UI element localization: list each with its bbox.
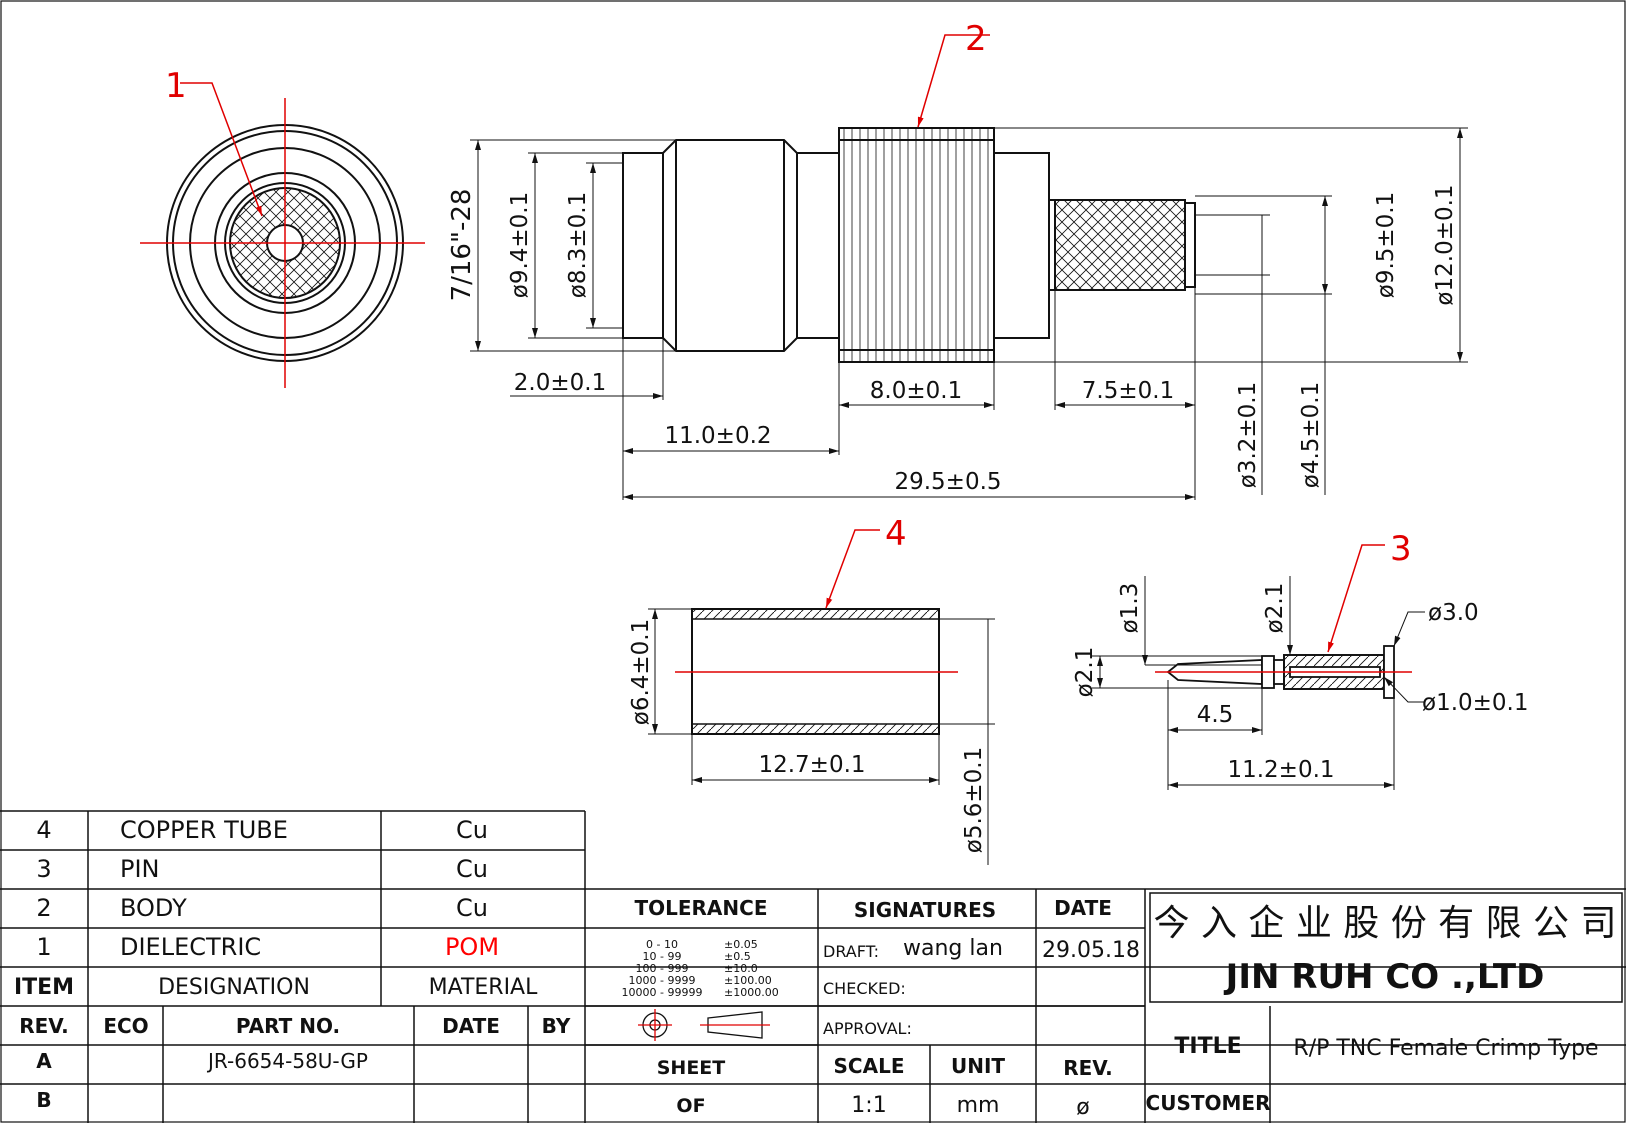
customer-label: CUSTOMER xyxy=(1146,1091,1271,1115)
balloon-3: 3 xyxy=(1327,529,1412,653)
bom-item-4-material: Cu xyxy=(456,816,488,844)
tol-value-2: ±10.0 xyxy=(724,962,758,975)
scale-label: SCALE xyxy=(834,1054,905,1078)
rev-header-eco: ECO xyxy=(103,1014,148,1038)
bill-of-materials: 4 COPPER TUBE Cu 3 PIN Cu 2 BODY Cu 1 DI… xyxy=(0,810,1626,1123)
title-block: TOLERANCE 0 - 10 ±0.05 10 - 99 ±0.5 100 … xyxy=(585,889,1623,1123)
tol-value-3: ±100.00 xyxy=(724,974,772,987)
balloon-3-label: 3 xyxy=(1390,529,1412,569)
balloon-4: 4 xyxy=(825,514,907,609)
dim-l112: 11.2±0.1 xyxy=(1227,757,1334,783)
sheet-label: SHEET xyxy=(657,1057,726,1079)
side-view xyxy=(622,127,1196,363)
dim-l45: 4.5 xyxy=(1197,702,1234,728)
rev-row-a-part: JR-6654-58U-GP xyxy=(206,1049,368,1073)
dim-l127: 12.7±0.1 xyxy=(758,752,865,778)
dim-d10: ø1.0±0.1 xyxy=(1422,690,1529,716)
approval-label: APPROVAL: xyxy=(823,1019,912,1038)
dim-d32: ø3.2±0.1 xyxy=(1235,382,1261,489)
dim-d83: ø8.3±0.1 xyxy=(565,192,591,299)
balloon-1: 1 xyxy=(165,66,263,217)
draft-name: wang lan xyxy=(903,936,1003,961)
tol-value-4: ±1000.00 xyxy=(724,986,779,999)
dim-l20: 2.0±0.1 xyxy=(514,370,606,396)
dim-d95: ø9.5±0.1 xyxy=(1373,192,1399,299)
draft-date: 29.05.18 xyxy=(1042,938,1140,963)
checked-label: CHECKED: xyxy=(823,979,906,998)
bom-item-3-material: Cu xyxy=(456,855,488,883)
bom-item-2-number: 2 xyxy=(36,894,51,922)
rev-header-date: DATE xyxy=(442,1014,500,1038)
balloon-2: 2 xyxy=(917,19,990,128)
tol-range-2: 100 - 999 xyxy=(636,962,689,975)
dim-l80: 8.0±0.1 xyxy=(870,378,962,404)
tol-value-0: ±0.05 xyxy=(724,938,758,951)
dim-d94: ø9.4±0.1 xyxy=(507,192,533,299)
dim-l295: 29.5±0.5 xyxy=(894,469,1001,495)
title-label: TITLE xyxy=(1174,1034,1241,1059)
bom-item-1-number: 1 xyxy=(36,933,51,961)
front-view xyxy=(140,98,425,388)
rev-row-b: B xyxy=(36,1088,51,1112)
scale-value: 1:1 xyxy=(851,1093,886,1118)
rev-value: ø xyxy=(1076,1095,1089,1120)
bom-item-3-number: 3 xyxy=(36,855,51,883)
dim-d64: ø6.4±0.1 xyxy=(628,619,654,726)
tol-range-3: 1000 - 9999 xyxy=(629,974,696,987)
bom-item-4-designation: COPPER TUBE xyxy=(120,816,288,844)
tol-range-0: 0 - 10 xyxy=(646,938,678,951)
balloon-4-label: 4 xyxy=(885,514,907,554)
bom-header-designation: DESIGNATION xyxy=(158,975,310,1000)
dim-d21b: ø2.1 xyxy=(1072,647,1098,698)
bom-item-2-material: Cu xyxy=(456,894,488,922)
dim-d45: ø4.5±0.1 xyxy=(1298,382,1324,489)
dim-l110: 11.0±0.2 xyxy=(664,423,771,449)
dim-d56: ø5.6±0.1 xyxy=(961,747,987,854)
company-english: JIN RUH CO .,LTD xyxy=(1224,957,1545,997)
bom-item-2-designation: BODY xyxy=(120,894,187,922)
dim-l75: 7.5±0.1 xyxy=(1082,378,1174,404)
dim-thread: 7/16"-28 xyxy=(447,189,477,302)
dim-d21a: ø2.1 xyxy=(1262,583,1288,634)
dim-d120: ø12.0±0.1 xyxy=(1432,184,1458,305)
rev-label: REV. xyxy=(1063,1056,1113,1080)
tol-range-1: 10 - 99 xyxy=(643,950,682,963)
copper-tube-view xyxy=(675,608,958,735)
date-title: DATE xyxy=(1054,896,1112,920)
bom-header-material: MATERIAL xyxy=(429,975,538,1000)
rev-row-a: A xyxy=(36,1049,52,1073)
revision-table: REV. ECO PART NO. DATE BY A JR-6654-58U-… xyxy=(19,1006,571,1123)
pin-view xyxy=(1155,645,1412,699)
of-label: OF xyxy=(676,1095,705,1117)
dim-d30: ø3.0 xyxy=(1428,600,1479,626)
signatures-title: SIGNATURES xyxy=(854,898,996,922)
rev-header-by: BY xyxy=(542,1014,571,1038)
title-value: R/P TNC Female Crimp Type xyxy=(1293,1036,1598,1061)
tolerance-title: TOLERANCE xyxy=(634,896,767,920)
tol-range-4: 10000 - 99999 xyxy=(622,986,703,999)
bom-header-item: ITEM xyxy=(14,975,74,1000)
rev-header-part: PART NO. xyxy=(236,1014,340,1038)
balloon-1-label: 1 xyxy=(165,66,187,106)
tol-value-1: ±0.5 xyxy=(724,950,751,963)
rev-header-rev: REV. xyxy=(19,1014,69,1038)
bom-item-4-number: 4 xyxy=(36,816,51,844)
unit-value: mm xyxy=(957,1093,1000,1118)
bom-item-3-designation: PIN xyxy=(120,855,160,883)
bom-item-1-material: POM xyxy=(445,933,499,961)
dim-d13: ø1.3 xyxy=(1117,583,1143,634)
company-chinese: 今 入 企 业 股 份 有 限 公 司 xyxy=(1154,903,1617,944)
balloon-2-label: 2 xyxy=(965,19,987,59)
projection-symbol-icon xyxy=(638,1009,770,1041)
bom-item-1-designation: DIELECTRIC xyxy=(120,933,261,961)
draft-label: DRAFT: xyxy=(823,942,879,961)
unit-label: UNIT xyxy=(951,1054,1005,1078)
